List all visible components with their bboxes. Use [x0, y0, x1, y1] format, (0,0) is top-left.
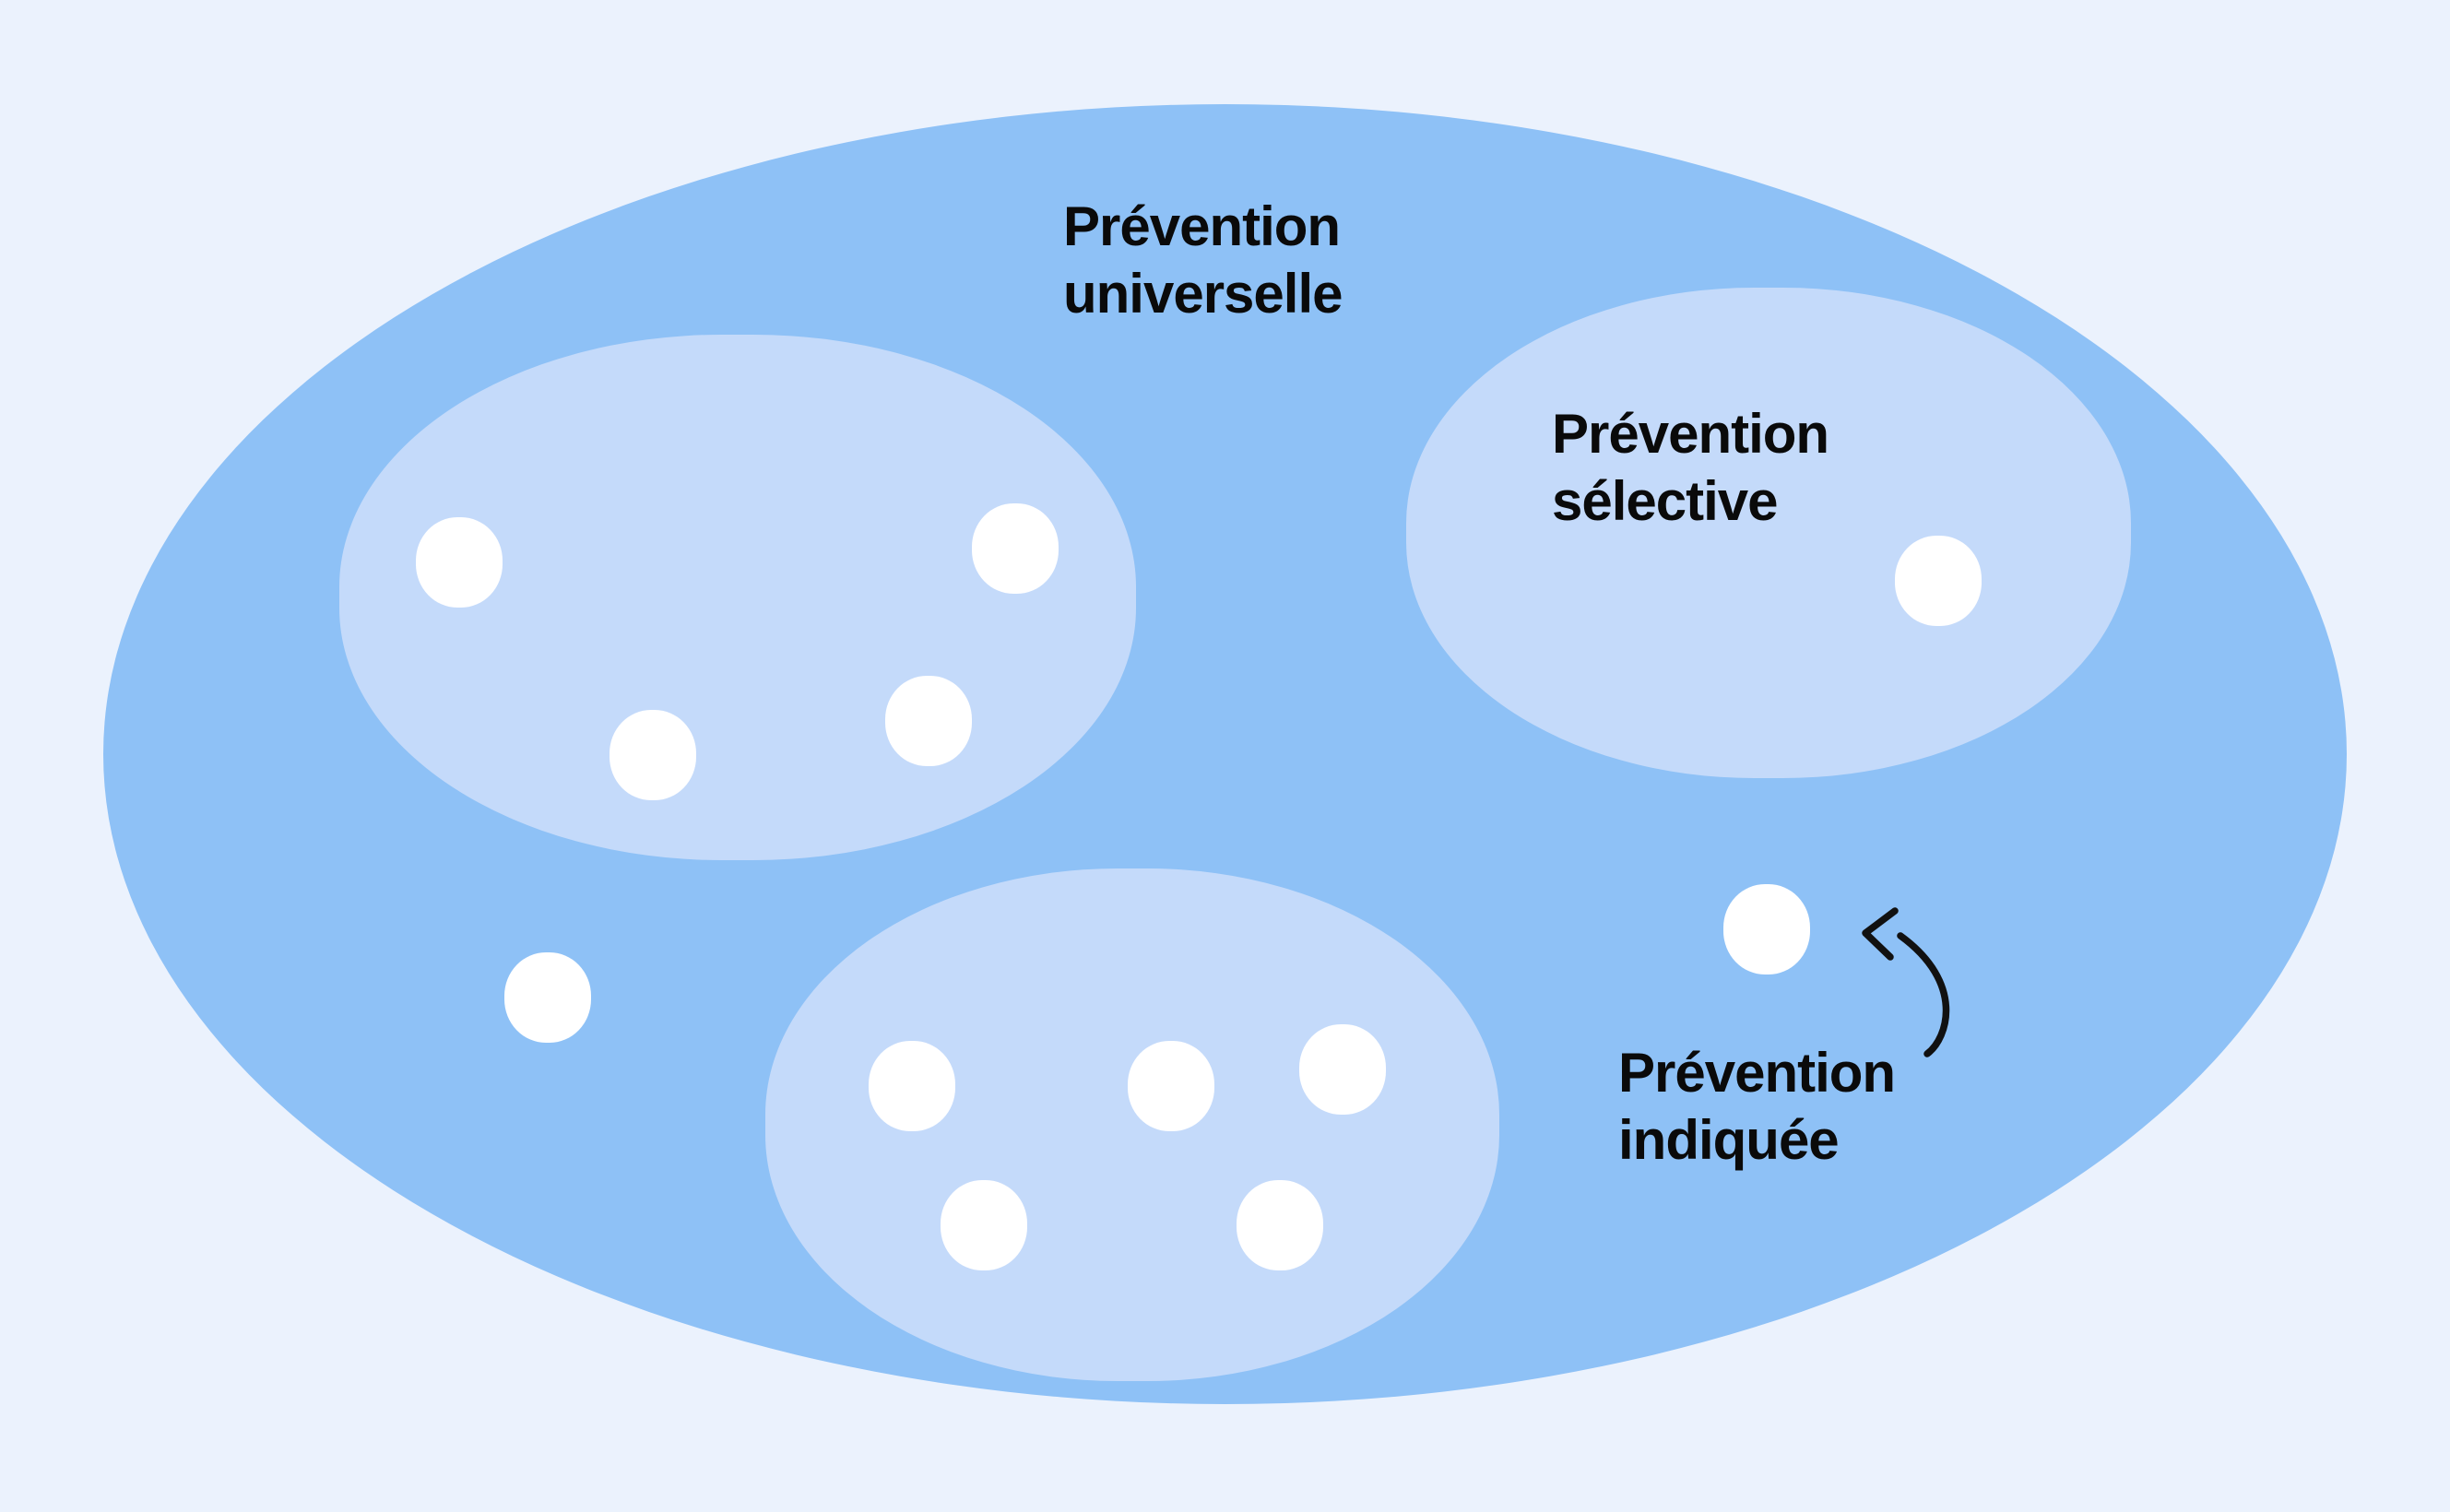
indicated-prevention-label-line1: Prévention: [1618, 1042, 1896, 1104]
universal-prevention-label-line1: Prévention: [1063, 195, 1341, 257]
indicated-prevention-label-line2: indiquée: [1618, 1109, 1840, 1171]
subgroup-ellipse-bottom: [765, 868, 1499, 1381]
selective-prevention-ellipse: [1406, 288, 2131, 778]
selective-prevention-label-line2: sélective: [1552, 470, 1779, 532]
curved-arrow-icon: [1862, 907, 1950, 1057]
arrow-shaft: [1897, 932, 1950, 1057]
selective-prevention-label: Prévention sélective: [1552, 400, 1829, 535]
universal-prevention-label: Prévention universelle: [1063, 193, 1343, 327]
subgroup-ellipse-top-left: [339, 335, 1136, 860]
selective-prevention-label-line1: Prévention: [1552, 403, 1829, 465]
arrow-head: [1862, 907, 1899, 961]
indicated-prevention-label: Prévention indiquée: [1618, 1039, 1896, 1174]
universal-prevention-label-line2: universelle: [1063, 263, 1343, 325]
